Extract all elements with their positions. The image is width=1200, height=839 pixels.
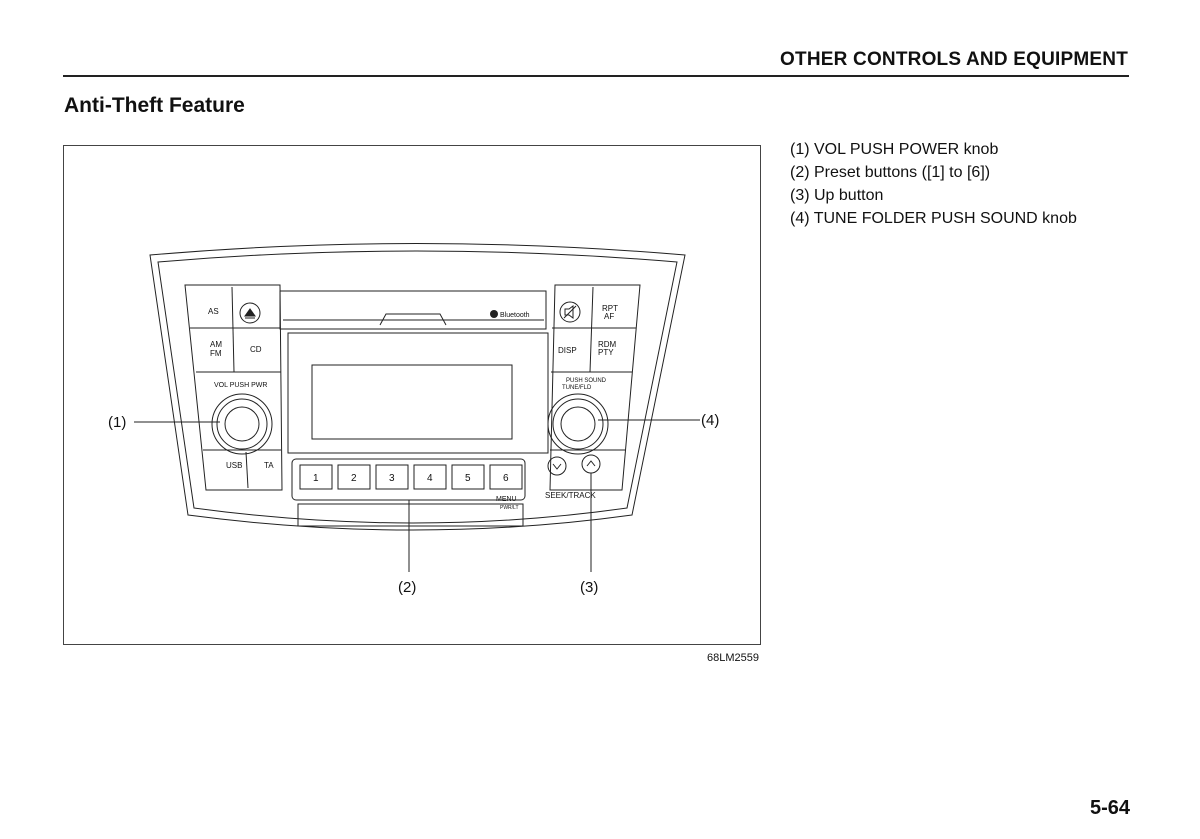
label-pty: PTY bbox=[598, 348, 614, 357]
label-pwr-lt: PWR/LT bbox=[500, 505, 519, 511]
label-rdm: RDM bbox=[598, 340, 617, 349]
preset-4-label: 4 bbox=[427, 473, 433, 484]
callout-3: (3) bbox=[580, 579, 598, 596]
label-ta: TA bbox=[264, 461, 274, 470]
preset-2-label: 2 bbox=[351, 473, 357, 484]
label-disp: DISP bbox=[558, 346, 577, 355]
mute-icon bbox=[563, 305, 577, 319]
label-fm: FM bbox=[210, 349, 222, 358]
label-cd: CD bbox=[250, 345, 262, 354]
legend-item: (1) VOL PUSH POWER knob bbox=[790, 141, 999, 158]
chevron-down-icon bbox=[552, 463, 562, 470]
figure-frame bbox=[63, 145, 761, 645]
eject-icon bbox=[244, 308, 256, 319]
callout-2: (2) bbox=[398, 579, 416, 596]
legend-item: (2) Preset buttons ([1] to [6]) bbox=[790, 164, 991, 181]
preset-3-label: 3 bbox=[389, 473, 395, 484]
preset-1-label: 1 bbox=[313, 473, 319, 484]
preset-6-label: 6 bbox=[503, 473, 509, 484]
section-header: OTHER CONTROLS AND EQUIPMENT bbox=[780, 49, 1128, 70]
bluetooth-icon bbox=[490, 310, 498, 318]
callout-leaders bbox=[134, 419, 700, 572]
chevron-up-icon bbox=[586, 460, 596, 467]
callout-1: (1) bbox=[108, 414, 126, 431]
label-vol-pwr: VOL PUSH PWR bbox=[214, 382, 267, 389]
label-seek-track: SEEK/TRACK bbox=[545, 491, 596, 500]
section-title: Anti-Theft Feature bbox=[64, 94, 245, 117]
callout-4: (4) bbox=[701, 412, 719, 429]
legend-item: (3) Up button bbox=[790, 187, 884, 204]
label-usb: USB bbox=[226, 461, 242, 470]
legend-list: (1) VOL PUSH POWER knob (2) Preset butto… bbox=[790, 138, 1077, 230]
label-am: AM bbox=[210, 340, 222, 349]
label-push-sound: PUSH SOUND bbox=[566, 378, 607, 384]
preset-5-label: 5 bbox=[465, 473, 471, 484]
header-rule bbox=[63, 75, 1129, 77]
label-rpt: RPT bbox=[602, 304, 618, 313]
radio-faceplate bbox=[149, 243, 686, 531]
label-as: AS bbox=[208, 307, 219, 316]
page-number: 5-64 bbox=[1089, 797, 1130, 819]
label-menu: MENU bbox=[496, 496, 517, 503]
preset-buttons bbox=[299, 464, 523, 490]
figure-code: 68LM2559 bbox=[707, 652, 759, 664]
legend-item: (4) TUNE FOLDER PUSH SOUND knob bbox=[790, 210, 1077, 227]
label-bluetooth: Bluetooth bbox=[500, 312, 530, 319]
label-af: AF bbox=[604, 312, 614, 321]
label-tune-fld: TUNE/FLD bbox=[562, 385, 592, 391]
